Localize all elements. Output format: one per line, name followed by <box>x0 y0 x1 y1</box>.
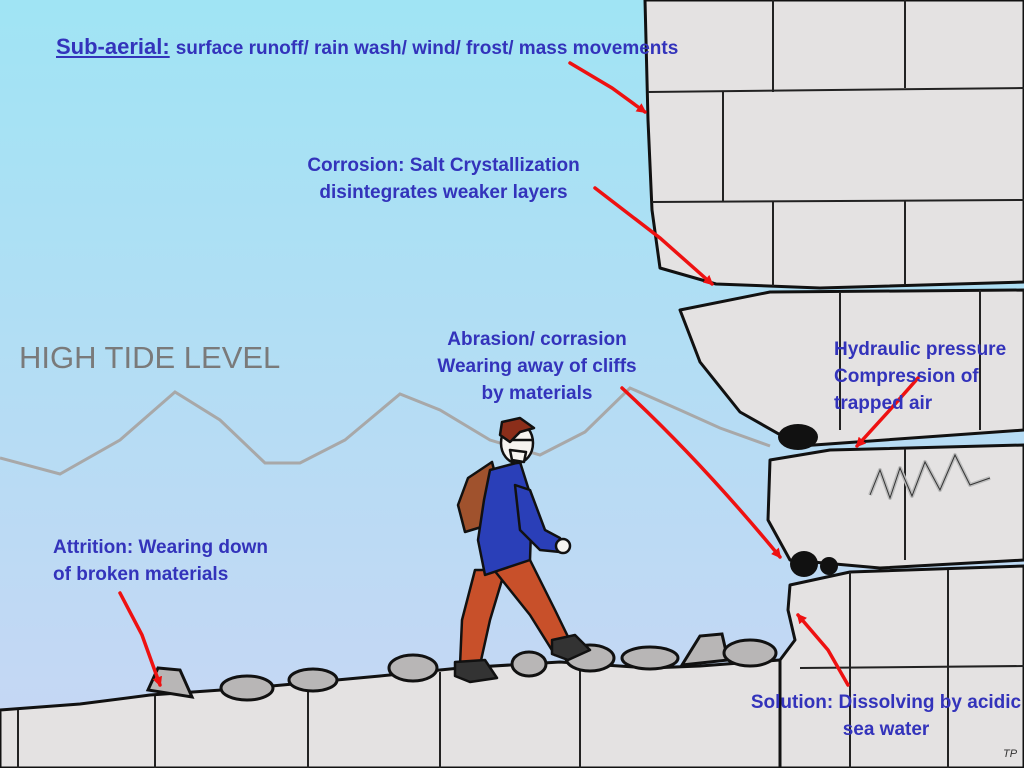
high-tide-wave-line <box>0 386 771 476</box>
abrasion-line-1: Abrasion/ corrasion <box>447 329 627 350</box>
sub-aerial-label: Sub-aerial:surface runoff/ rain wash/ wi… <box>56 33 678 62</box>
hydraulic-line-1: Hydraulic pressure <box>834 339 1007 360</box>
solution-line-1: Solution: Dissolving by acidic <box>750 692 1022 713</box>
attrition-label: Attrition: Wearing down of broken materi… <box>53 534 268 588</box>
hydraulic-arrow <box>855 376 920 448</box>
sub-aerial-text: surface runoff/ rain wash/ wind/ frost/ … <box>175 38 679 59</box>
trapped-air-squiggle-outline <box>869 453 991 500</box>
abrasion-line-3: by materials <box>481 383 593 404</box>
person-hand <box>554 537 572 555</box>
cliff-lower-layer <box>766 443 1024 570</box>
solution-line-2: sea water <box>842 719 930 740</box>
attrition-arrow <box>118 591 162 687</box>
person-hair <box>498 416 536 444</box>
pebble-icon <box>387 653 439 683</box>
hydraulic-line-3: trapped air <box>834 393 933 414</box>
cliff-middle-overhang <box>678 288 1024 448</box>
person-shoe <box>550 633 592 662</box>
sub-aerial-heading: Sub-aerial: <box>56 34 170 59</box>
walking-person-icon <box>453 416 592 684</box>
corrosion-arrow <box>593 186 714 286</box>
pebble-icon <box>620 645 680 671</box>
attrition-line-2: of broken materials <box>53 564 229 585</box>
ground-platform <box>0 658 782 768</box>
abrasion-label: Abrasion/ corrasion Wearing away of clif… <box>396 326 678 407</box>
cliff-upper-block <box>643 0 1024 290</box>
pebble-icon <box>722 638 778 668</box>
corrosion-label: Corrosion: Salt Crystallization disinteg… <box>266 152 621 206</box>
corrosion-line-2: disintegrates weaker layers <box>319 182 568 203</box>
solution-label: Solution: Dissolving by acidic sea water <box>706 689 1024 743</box>
crack-pebble <box>790 551 818 577</box>
attrition-line-1: Attrition: Wearing down <box>53 537 268 558</box>
abrasion-line-2: Wearing away of cliffs <box>437 356 637 377</box>
crack-pebble <box>778 424 818 450</box>
person-mouth <box>508 448 528 464</box>
pebble-icon <box>287 667 339 693</box>
pebble-icon <box>510 650 548 678</box>
cliff <box>643 0 1024 768</box>
sub-aerial-arrow <box>568 61 647 114</box>
watermark: TP <box>1003 748 1018 760</box>
hydraulic-label: Hydraulic pressure Compression of trappe… <box>834 336 1006 417</box>
person-shoe <box>453 658 499 684</box>
high-tide-level-label: HIGH TIDE LEVEL <box>19 340 281 375</box>
corrosion-line-1: Corrosion: Salt Crystallization <box>307 155 580 176</box>
solution-arrow <box>796 613 850 687</box>
ground-brick-lines <box>17 664 581 768</box>
abrasion-arrow <box>620 386 782 559</box>
hydraulic-line-2: Compression of <box>834 366 979 387</box>
pebble-icon <box>219 674 275 702</box>
crack-pebble <box>820 557 838 575</box>
pebble-icon <box>679 632 730 667</box>
arrows <box>118 61 920 687</box>
